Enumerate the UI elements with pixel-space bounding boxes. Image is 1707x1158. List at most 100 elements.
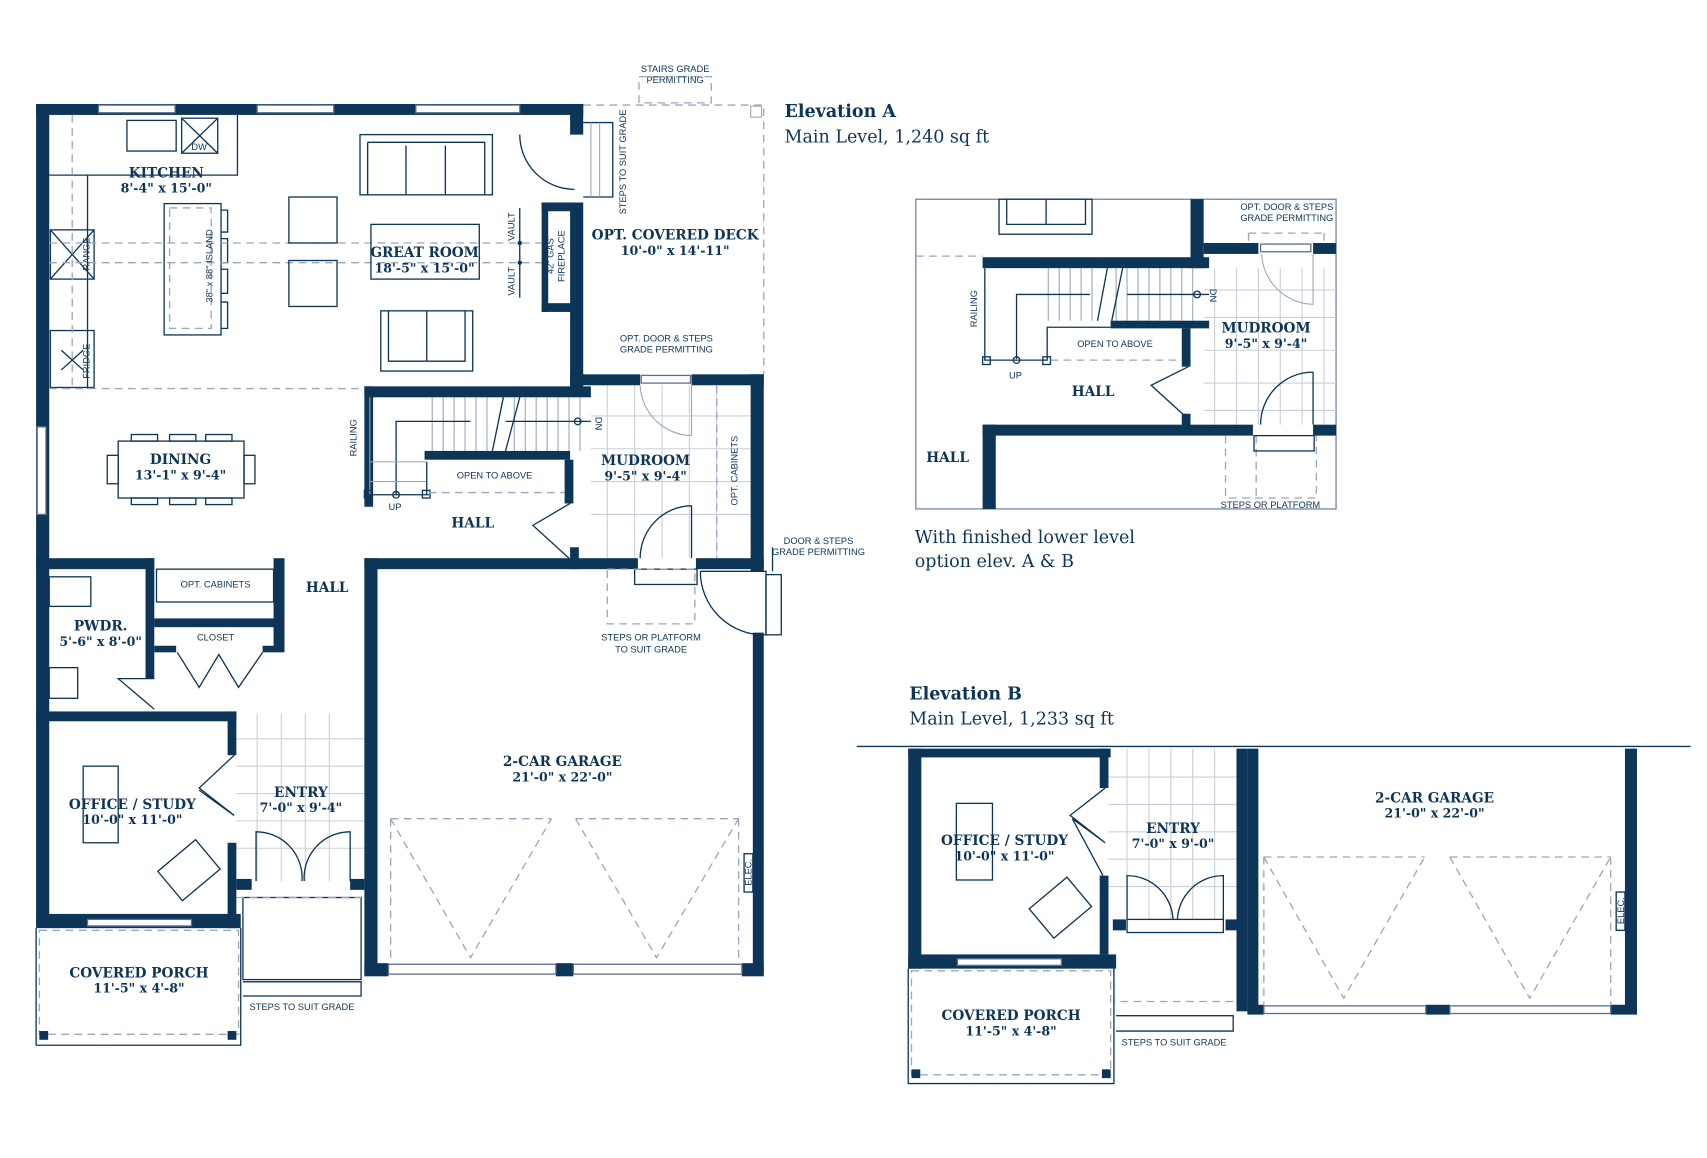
covered-deck-label: OPT. COVERED DECK bbox=[592, 228, 760, 244]
sink-icon bbox=[126, 119, 177, 152]
porch-outline bbox=[38, 929, 240, 1035]
covered-deck-outline bbox=[583, 104, 765, 375]
porch-dims: 11'-5" x 4'-8" bbox=[93, 981, 184, 996]
entry-tiles bbox=[236, 713, 365, 882]
hall-label: HALL bbox=[306, 580, 349, 596]
office-dims: 10'-0" x 11'-0" bbox=[82, 812, 182, 827]
dining-table bbox=[106, 433, 256, 506]
opt-cabinets-label: OPT. CABINETS bbox=[730, 436, 740, 506]
lower-level-option-inset: OPT. DOOR & STEPS GRADE PERMITTING RAILI… bbox=[915, 198, 1337, 510]
railing-label: RAILING bbox=[349, 419, 359, 456]
elevation-b-subtitle: Main Level, 1,233 sq ft bbox=[909, 710, 1114, 730]
coffee-table bbox=[370, 223, 480, 280]
opt-door-label: GRADE PERMITTING bbox=[1240, 213, 1333, 223]
office-label: OFFICE / STUDY bbox=[69, 797, 196, 813]
opt-door-label: OPT. DOOR & STEPS bbox=[620, 333, 713, 343]
kitchen-label: KITCHEN bbox=[129, 165, 204, 181]
fireplace-label: FIREPLACE bbox=[557, 230, 567, 282]
fridge-label: FRIDGE bbox=[82, 344, 92, 379]
range-label: RANGE bbox=[82, 237, 92, 270]
mudroom-dims: 9'-5" x 9'-4" bbox=[1225, 336, 1308, 351]
dining-label: DINING bbox=[150, 452, 211, 468]
up-label: UP bbox=[1009, 371, 1022, 381]
garage-label: 2-CAR GARAGE bbox=[1375, 790, 1494, 806]
doors bbox=[48, 385, 782, 997]
office-label: OFFICE / STUDY bbox=[941, 833, 1068, 849]
garage-dims: 21'-0" x 22'-0" bbox=[512, 769, 612, 784]
vault-label: VAULT bbox=[506, 212, 516, 241]
great-room-dims: 18'-5" x 15'-0" bbox=[375, 261, 475, 276]
elec-label: ELEC. bbox=[744, 859, 754, 886]
office-door bbox=[198, 754, 235, 816]
door-steps-label: DOOR & STEPS bbox=[784, 536, 854, 546]
hall-label: HALL bbox=[1072, 384, 1115, 400]
staircase bbox=[363, 397, 591, 499]
mudroom-label: MUDROOM bbox=[601, 453, 690, 469]
desk bbox=[82, 765, 119, 844]
office-dims: 10'-0" x 11'-0" bbox=[954, 848, 1054, 863]
opt-door-label: OPT. DOOR & STEPS bbox=[1240, 202, 1333, 212]
powder-room-label: PWDR. bbox=[74, 618, 128, 634]
powder-room-dims: 5'-6" x 8'-0" bbox=[59, 634, 142, 649]
dn-label: DN bbox=[1208, 289, 1218, 302]
entry-dims: 7'-0" x 9'-4" bbox=[260, 800, 343, 815]
entry-dims: 7'-0" x 9'-0" bbox=[1132, 836, 1215, 851]
fireplace-label: 42" GAS bbox=[546, 238, 556, 274]
dw-label: DW bbox=[191, 142, 207, 152]
closet-label: CLOSET bbox=[197, 632, 235, 642]
vault-label: VAULT bbox=[506, 267, 516, 296]
elevation-b-title: Elevation B bbox=[909, 684, 1022, 704]
deck-steps bbox=[583, 121, 614, 198]
armchair-icon bbox=[288, 196, 338, 244]
powder-door bbox=[116, 677, 155, 710]
dining-dims: 13'-1" x 9'-4" bbox=[135, 467, 226, 482]
opt-cabinets-label: OPT. CABINETS bbox=[181, 580, 251, 590]
windows bbox=[36, 104, 743, 975]
porch-label: COVERED PORCH bbox=[941, 1008, 1080, 1024]
up-label: UP bbox=[389, 502, 402, 512]
opt-door-label: GRADE PERMITTING bbox=[620, 344, 713, 354]
mudroom-hall-door bbox=[531, 502, 571, 559]
porch-dims: 11'-5" x 4'-8" bbox=[965, 1023, 1056, 1038]
stairs-grade-outline bbox=[638, 75, 712, 104]
open-to-above-label: OPEN TO ABOVE bbox=[457, 470, 533, 480]
elevation-a-subtitle: Main Level, 1,240 sq ft bbox=[785, 127, 990, 147]
front-step bbox=[242, 896, 362, 981]
steps-platform-label: STEPS OR PLATFORM bbox=[1221, 500, 1321, 510]
armchair-icon bbox=[288, 259, 338, 308]
garage-dims: 21'-0" x 22'-0" bbox=[1385, 806, 1485, 821]
open-to-above-label: OPEN TO ABOVE bbox=[1077, 339, 1153, 349]
kitchen-fixtures bbox=[49, 114, 542, 390]
entry-label: ENTRY bbox=[274, 785, 328, 801]
front-doors bbox=[255, 831, 351, 882]
covered-deck-dims: 10'-0" x 14'-11" bbox=[621, 243, 730, 258]
elevation-b-plan: ELEC. STEPS TO SUIT GRADE OFFICE / STUDY… bbox=[856, 745, 1691, 1085]
garage-entry-door bbox=[699, 570, 767, 636]
elevation-a-title: Elevation A bbox=[785, 102, 897, 122]
railing-label: RAILING bbox=[969, 290, 979, 327]
closet-doors bbox=[176, 651, 264, 689]
hall-label: HALL bbox=[926, 450, 969, 466]
elec-label: ELEC. bbox=[1616, 897, 1626, 924]
toilet-icon bbox=[48, 576, 92, 608]
porch-label: COVERED PORCH bbox=[69, 965, 208, 981]
great-room-label: GREAT ROOM bbox=[370, 245, 478, 261]
garage-door-outlines bbox=[389, 818, 754, 964]
great-room-furniture bbox=[288, 121, 614, 372]
deck-post bbox=[750, 105, 763, 118]
kitchen-dims: 8'-4" x 15'-0" bbox=[121, 181, 212, 196]
dn-label: DN bbox=[593, 417, 603, 430]
island-label: 38" x 88" ISLAND bbox=[204, 229, 214, 303]
steps-suit-grade-label: STEPS TO SUIT GRADE bbox=[250, 1002, 355, 1012]
stairs-grade-label: PERMITTING bbox=[646, 75, 703, 85]
stairs-grade-label: STAIRS GRADE bbox=[641, 64, 710, 74]
steps-suit-grade-label: STEPS TO SUIT GRADE bbox=[618, 110, 628, 215]
office-chair bbox=[156, 838, 222, 902]
garage-label: 2-CAR GARAGE bbox=[503, 754, 622, 770]
door-steps-label: GRADE PERMITTING bbox=[772, 547, 865, 557]
steps-platform-label: STEPS OR PLATFORM bbox=[601, 632, 701, 642]
mudroom-dims: 9'-5" x 9'-4" bbox=[604, 468, 687, 483]
hall-label: HALL bbox=[451, 516, 494, 532]
steps-suit-grade-label: STEPS TO SUIT GRADE bbox=[1122, 1037, 1227, 1047]
